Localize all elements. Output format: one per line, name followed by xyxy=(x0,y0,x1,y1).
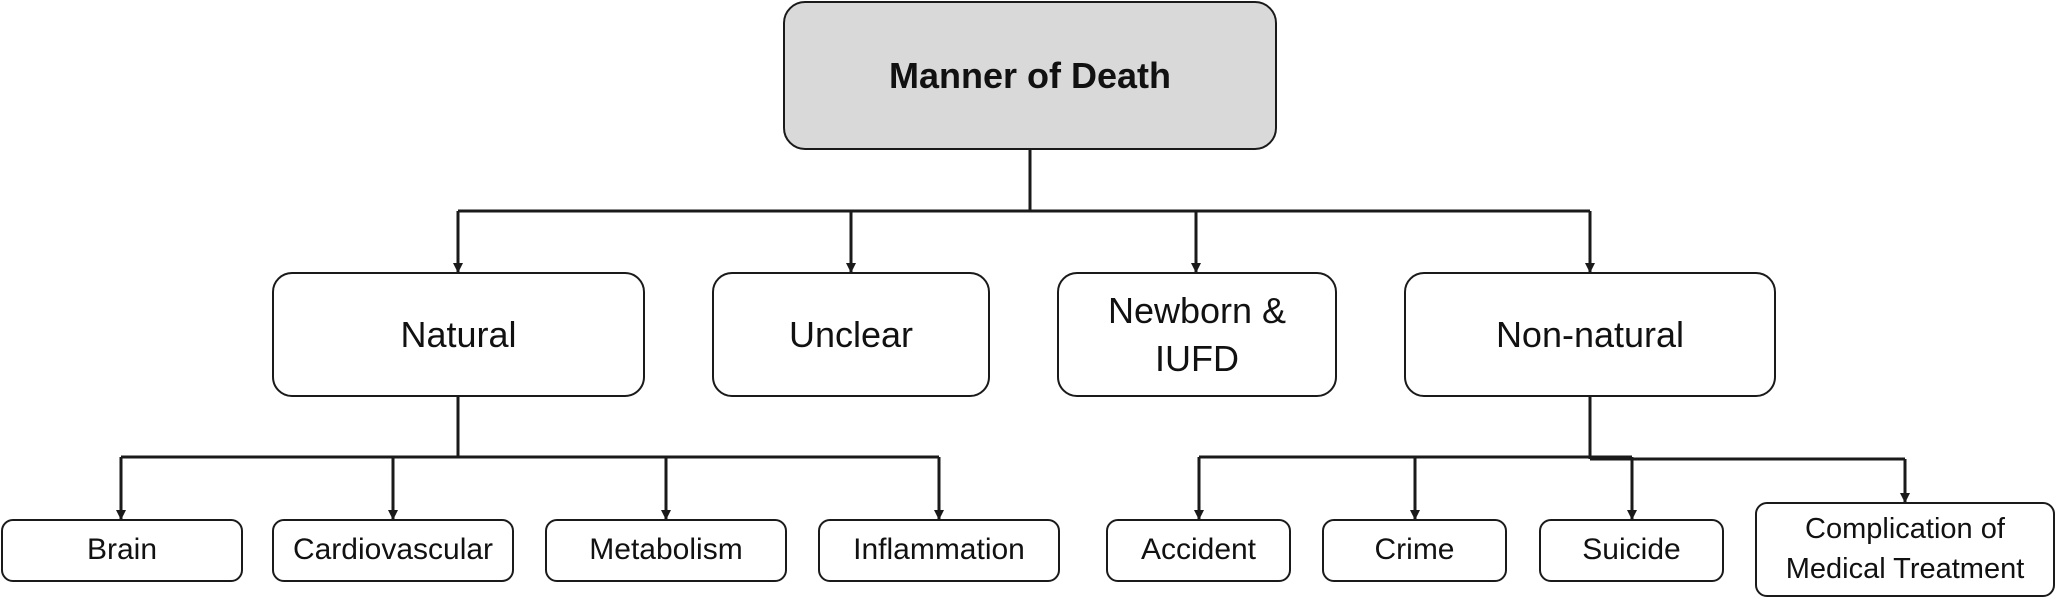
leaf-node-cardiovascular: Cardiovascular xyxy=(272,519,514,582)
category-label-natural: Natural xyxy=(400,313,517,355)
root-node-manner-of-death: Manner of Death xyxy=(783,1,1277,150)
leaf-label-suicide: Suicide xyxy=(1582,533,1681,567)
leaf-label-metabolism: Metabolism xyxy=(589,533,743,567)
category-node-non-natural: Non-natural xyxy=(1404,272,1776,397)
category-node-newborn-iufd: Newborn & IUFD xyxy=(1057,272,1337,397)
leaf-label-brain: Brain xyxy=(86,533,158,567)
leaf-node-crime: Crime xyxy=(1322,519,1507,582)
leaf-node-inflammation: Inflammation xyxy=(818,519,1060,582)
leaf-label-crime: Crime xyxy=(1374,533,1455,567)
category-node-unclear: Unclear xyxy=(712,272,990,397)
category-label-unclear: Unclear xyxy=(788,313,914,355)
leaf-node-brain: Brain xyxy=(1,519,243,582)
leaf-node-suicide: Suicide xyxy=(1539,519,1724,582)
category-node-natural: Natural xyxy=(272,272,645,397)
leaf-label-cardiovascular: Cardiovascular xyxy=(292,533,494,567)
leaf-label-complication-of-medical-treatment: Complication of Medical Treatment xyxy=(1785,513,2025,585)
leaf-label-inflammation: Inflammation xyxy=(853,533,1025,567)
category-label-non-natural: Non-natural xyxy=(1495,313,1685,355)
leaf-label-accident: Accident xyxy=(1140,533,1257,567)
category-label-newborn-iufd: Newborn & IUFD xyxy=(1107,289,1287,379)
leaf-node-complication-of-medical-treatment: Complication of Medical Treatment xyxy=(1755,502,2055,597)
leaf-node-metabolism: Metabolism xyxy=(545,519,787,582)
root-label: Manner of Death xyxy=(888,54,1172,96)
leaf-node-accident: Accident xyxy=(1106,519,1291,582)
